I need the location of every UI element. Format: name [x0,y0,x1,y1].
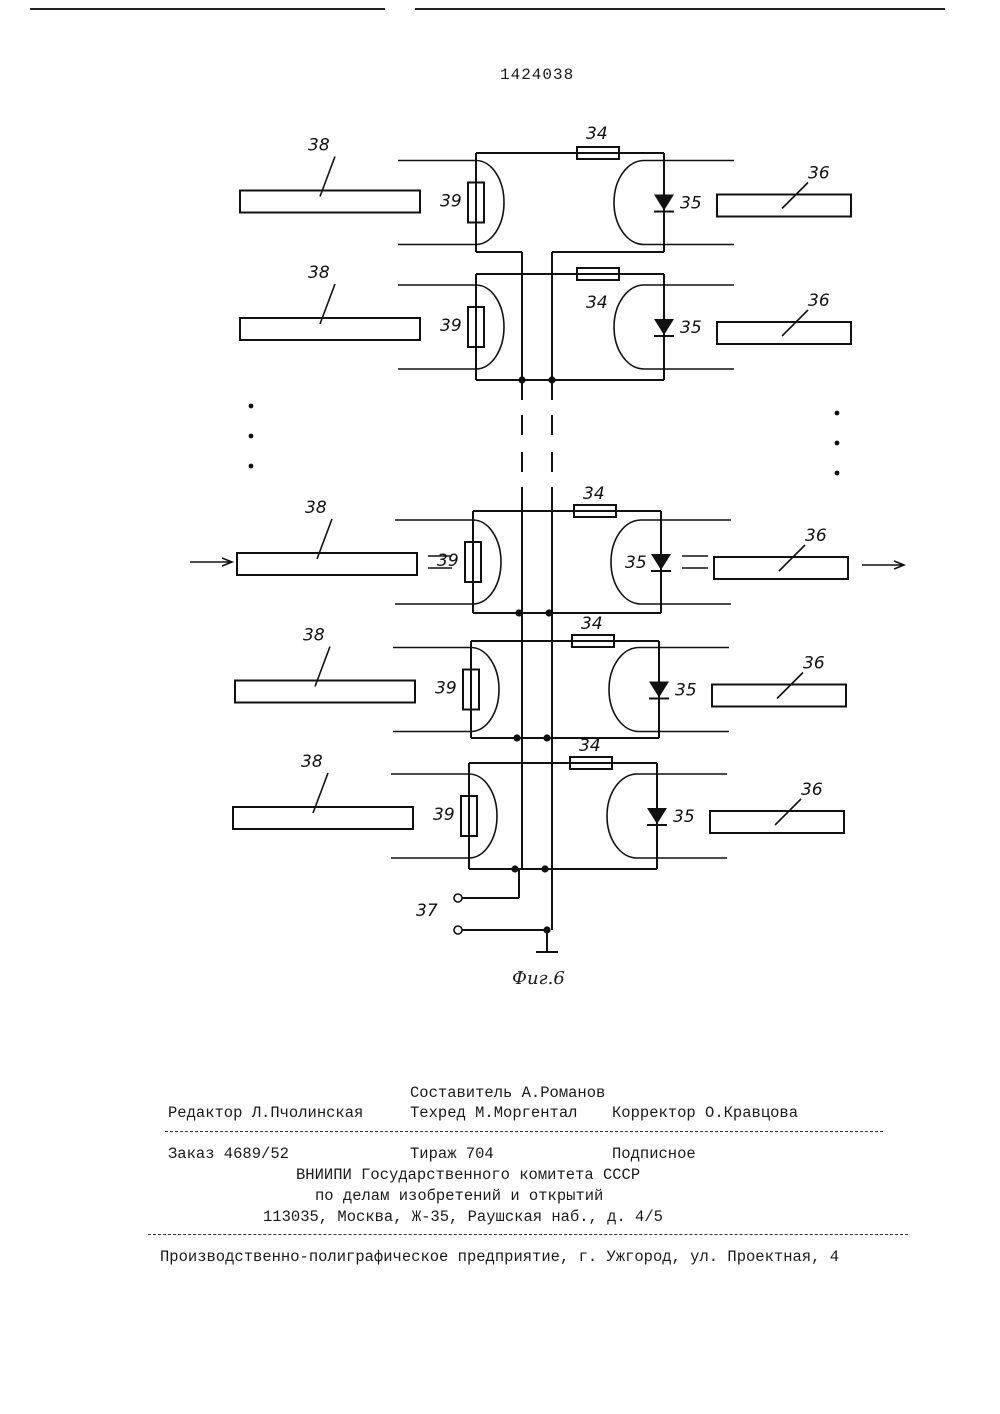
led-label: 35 [673,807,695,827]
corrector-line: Корректор О.Кравцова [612,1104,798,1122]
terminal-37-a [454,894,462,902]
led-35 [647,808,667,824]
resistor-label: 34 [579,736,601,756]
resistor-label: 34 [586,293,608,313]
terminal-label: 37 [416,901,438,921]
subscription-line: Подписное [612,1145,696,1163]
organization-line-2: по делам изобретений и открытий [315,1187,603,1205]
ellipsis-dot-right [835,441,840,446]
led-label: 35 [625,553,647,573]
compiler-line: Составитель А.Романов [410,1084,605,1102]
bus-junction-right [541,865,548,872]
bus-junction-left [513,734,520,741]
light-guide-38 [237,553,417,575]
light-guide-36-label: 36 [805,526,827,546]
stage-3: 3439353836 [190,484,904,617]
stage-5: 34 39 35 38 36 [233,736,844,873]
led-label: 35 [680,318,702,338]
led-label: 35 [675,681,697,701]
light-guide-36-label: 36 [808,291,830,311]
light-guide-38-label: 38 [308,263,330,283]
stage-2: 34 39 35 38 36 [240,263,851,384]
ellipsis-dot-right [835,411,840,416]
organization-line-1: ВНИИПИ Государственного комитета СССР [296,1166,640,1184]
ellipsis-dot-left [249,404,254,409]
circuit-diagram: 34 39 35 38 36 34 39 35 38 36 34 39 35 38 36 34 39 35 38 36… [0,0,1000,1000]
input-arrow [190,558,232,566]
light-guide-38-label: 38 [301,752,323,772]
stage-1: 34 39 35 38 36 [240,124,851,380]
address-line: 113035, Москва, Ж-35, Раушская наб., д. … [263,1208,663,1226]
ellipsis-dot-left [249,434,254,439]
light-guide-38-label: 38 [308,136,330,156]
circulation-line: Тираж 704 [410,1145,494,1163]
light-guide-38-label: 38 [305,498,327,518]
bus-junction-right [543,734,550,741]
led-35 [649,682,669,698]
footer-divider-1 [165,1131,883,1132]
light-guide-36-label: 36 [803,654,825,674]
light-guide-38 [233,807,413,829]
order-line: Заказ 4689/52 [168,1145,289,1163]
led-label: 35 [680,194,702,214]
stage-4: 34 39 35 38 36 [235,614,846,742]
light-guide-38-label: 38 [303,626,325,646]
figure-caption: Фиг.6 [512,968,565,989]
light-guide-36-label: 36 [808,164,830,184]
ellipsis-dot-right [835,471,840,476]
output-arrow [862,561,904,569]
led-35 [651,554,671,570]
ellipsis-dot-left [249,464,254,469]
resistor-label: 34 [583,484,605,504]
resistor-label: 34 [581,614,603,634]
printer-line: Производственно-полиграфическое предприя… [160,1248,839,1266]
light-guide-36-label: 36 [801,780,823,800]
photo-resistor-label: 39 [440,316,462,336]
photo-resistor-label: 39 [440,192,462,212]
light-guide-38 [235,681,415,703]
light-guide-38 [240,191,420,213]
led-35 [654,319,674,335]
footer-divider-2 [148,1234,908,1235]
bus-junction-left [511,865,518,872]
resistor-label: 34 [586,124,608,144]
led-35 [654,195,674,211]
terminal-37-b [454,926,462,934]
editor-line: Редактор Л.Пчолинская [168,1104,363,1122]
photo-resistor-label: 39 [433,805,455,825]
light-guide-38 [240,318,420,340]
photo-resistor-label: 39 [435,679,457,699]
techred-line: Техред М.Моргентал [410,1104,577,1122]
